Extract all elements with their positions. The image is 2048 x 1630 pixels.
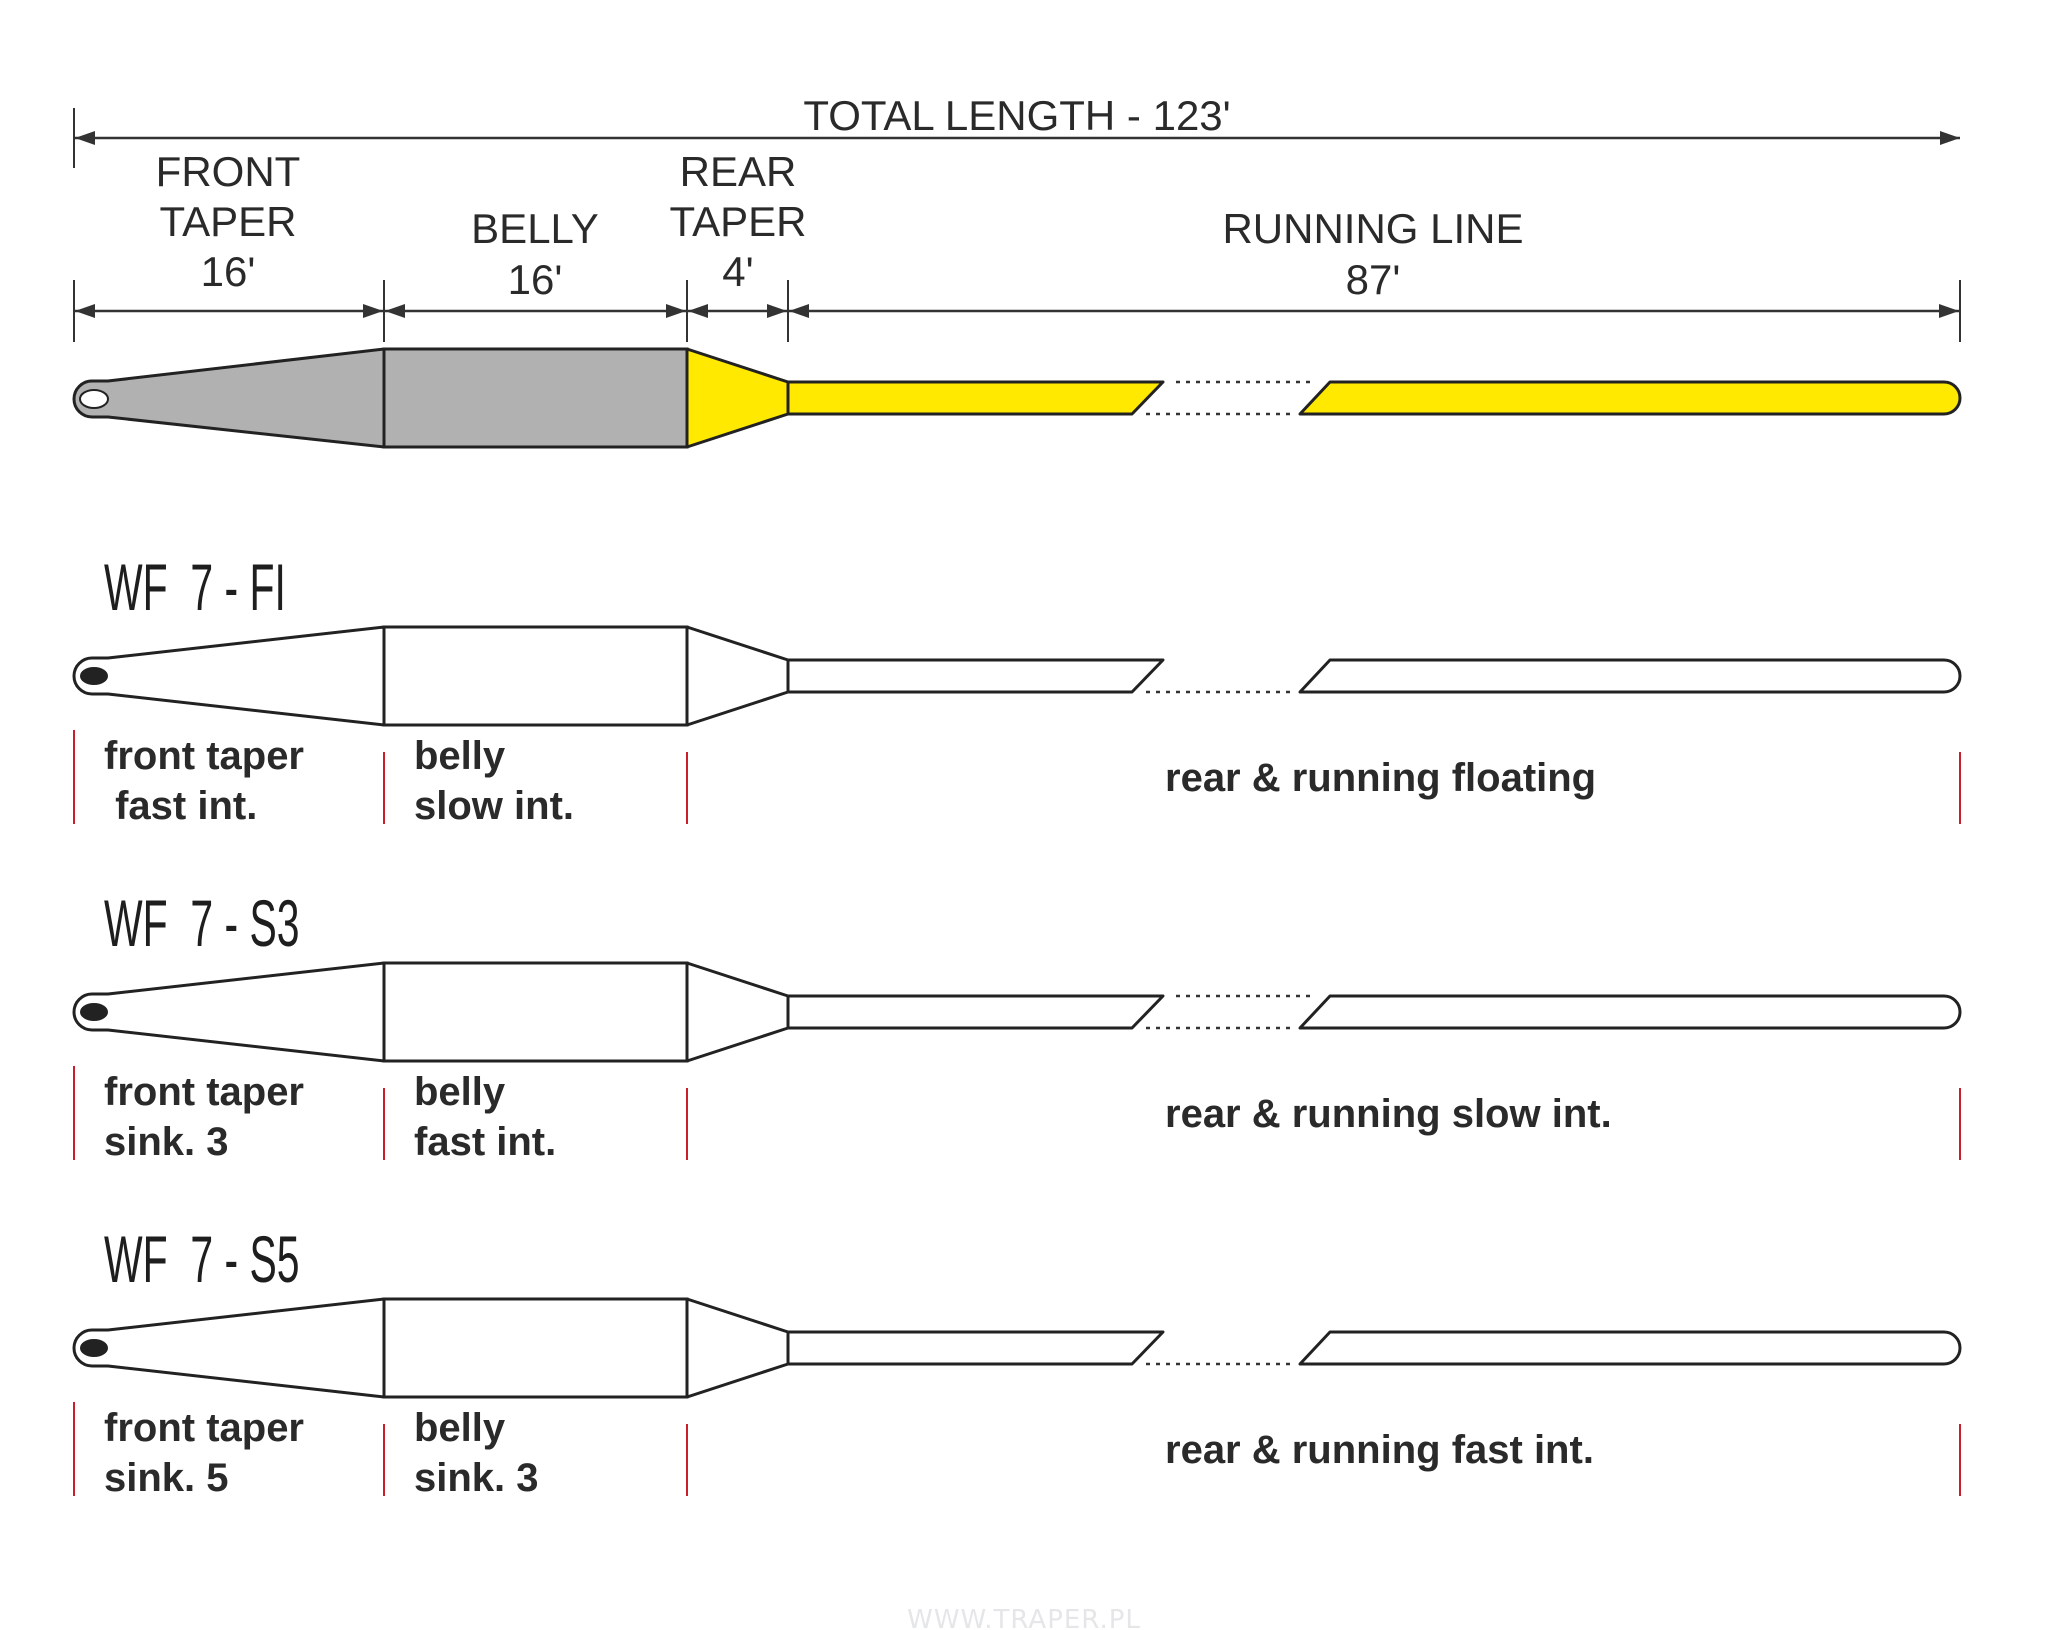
belly-length: 16': [508, 256, 563, 303]
running-line-rear-segment: [1298, 380, 1962, 416]
rear-taper-title-1: REAR: [680, 148, 797, 195]
running-line-rear-segment: [1298, 994, 1962, 1030]
front-taper-length: 16': [201, 248, 256, 295]
front-taper-shape: [72, 625, 386, 727]
belly-label-line-2: fast int.: [414, 1120, 556, 1164]
rear-running-label: rear & running fast int.: [1165, 1428, 1594, 1472]
front-taper-label-line-1: front taper: [104, 1070, 304, 1114]
model-rows: WF 7 - FI front taper fast int. belly slow …: [72, 550, 1962, 1500]
belly-label-line-2: slow int.: [414, 784, 574, 828]
front-taper-label-line-1: front taper: [104, 734, 304, 778]
front-taper-shape: [72, 1297, 386, 1399]
watermark: WWW.TRAPER.PL: [907, 1605, 1141, 1630]
loop-eye-icon: [79, 389, 109, 409]
rear-running-label: rear & running floating: [1165, 756, 1596, 800]
front-taper-label-line-1: front taper: [104, 1406, 304, 1450]
running-line-front-segment: [786, 380, 1165, 416]
running-line-title: RUNNING LINE: [1222, 205, 1523, 252]
running-line-front-segment: [786, 1330, 1165, 1366]
belly-shape: [382, 961, 689, 1063]
model-row: WF 7 - FI front taper fast int. belly slow …: [72, 550, 1962, 828]
rear-taper-length: 4': [722, 248, 753, 295]
belly-shape: [382, 1297, 689, 1399]
running-line-length: 87': [1346, 256, 1401, 303]
front-taper-label-line-2: sink. 3: [104, 1120, 229, 1164]
rear-taper-title-2: TAPER: [670, 198, 807, 245]
total-length-label: TOTAL LENGTH - 123': [803, 92, 1230, 139]
running-line-rear-segment: [1298, 1330, 1962, 1366]
front-taper-title-2: TAPER: [160, 198, 297, 245]
belly-label-line-1: belly: [414, 734, 506, 778]
front-taper-label-line-2: sink. 5: [104, 1456, 229, 1500]
model-title: WF 7 - FI: [104, 550, 286, 625]
belly-title: BELLY: [471, 205, 599, 252]
running-line-front-segment: [786, 658, 1165, 694]
model-title: WF 7 - S5: [104, 1222, 300, 1297]
model-row: WF 7 - S3 front taper sink. 3 belly fast int…: [72, 886, 1962, 1164]
rear-taper-shape: [685, 961, 790, 1063]
belly-shape: [382, 625, 689, 727]
rear-taper-shape: [685, 347, 790, 449]
belly-label-line-1: belly: [414, 1406, 506, 1450]
section-dimensions: FRONT TAPER 16' BELLY 16' REAR TAPER 4' …: [73, 148, 1961, 342]
loop-eye-icon: [80, 1339, 108, 1357]
model-row: WF 7 - S5 front taper sink. 5 belly sink. 3 r…: [72, 1222, 1962, 1500]
belly-label-line-2: sink. 3: [414, 1456, 539, 1500]
rear-taper-shape: [685, 1297, 790, 1399]
rear-running-label: rear & running slow int.: [1165, 1092, 1612, 1136]
belly-label-line-1: belly: [414, 1070, 506, 1114]
front-taper-shape: [72, 347, 386, 449]
running-line-front-segment: [786, 994, 1165, 1030]
line-profile-colored: [72, 347, 1962, 449]
running-line-rear-segment: [1298, 658, 1962, 694]
rear-taper-shape: [685, 625, 790, 727]
loop-eye-icon: [80, 1003, 108, 1021]
total-length-dimension: TOTAL LENGTH - 123': [73, 92, 1960, 168]
front-taper-shape: [72, 961, 386, 1063]
loop-eye-icon: [80, 667, 108, 685]
front-taper-title-1: FRONT: [156, 148, 301, 195]
front-taper-label-line-2: fast int.: [104, 784, 257, 828]
model-title: WF 7 - S3: [104, 886, 300, 961]
belly-shape: [382, 347, 689, 449]
